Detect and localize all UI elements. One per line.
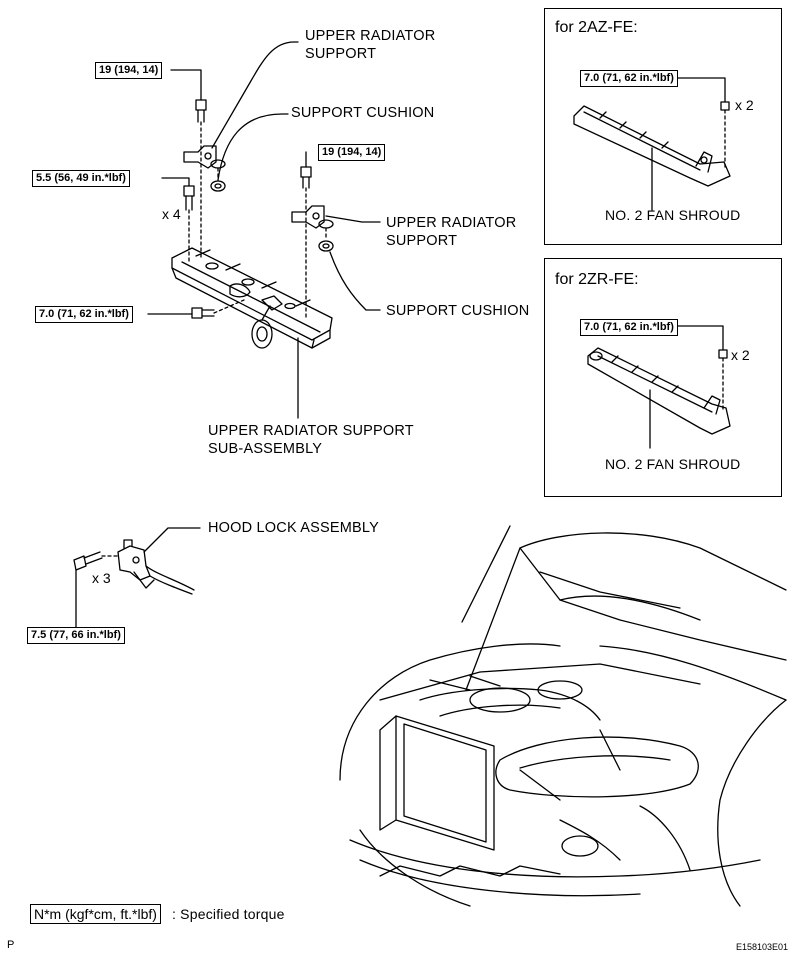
label-sub-assembly-line1: UPPER RADIATOR SUPPORT — [208, 423, 414, 439]
leader-lines — [147, 41, 381, 419]
legend-unit-box: N*m (kgf*cm, ft.*lbf) — [30, 904, 161, 924]
label-upper-radiator-support-2-line1: UPPER RADIATOR — [386, 215, 517, 231]
qty-hood-lock-bolts: x 3 — [92, 570, 111, 586]
variant-part-2az-fe: NO. 2 FAN SHROUD — [605, 207, 741, 223]
label-hood-lock-assembly: HOOD LOCK ASSEMBLY — [208, 520, 379, 536]
torque-bolt-front: 7.0 (71, 62 in.*lbf) — [35, 306, 133, 323]
variant-box-2zr-fe: for 2ZR-FE: 7.0 (71, 62 in.*lbf) x 2 NO.… — [544, 258, 782, 497]
hood-lock-assembly — [117, 539, 195, 595]
horn-bracket — [251, 305, 273, 349]
variant-part-2zr-fe: NO. 2 FAN SHROUD — [605, 456, 741, 472]
torque-bolt-top-left: 19 (194, 14) — [95, 62, 163, 79]
variant-torque-2az-fe: 7.0 (71, 62 in.*lbf) — [580, 70, 678, 87]
torque-bolt-side: 5.5 (56, 49 in.*lbf) — [32, 170, 130, 187]
torque-hood-lock-bolt: 7.5 (77, 66 in.*lbf) — [27, 627, 125, 644]
vehicle-front — [339, 525, 787, 907]
label-upper-radiator-support-1-line2: SUPPORT — [305, 46, 377, 62]
label-upper-radiator-support-2: UPPER RADIATOR SUPPORT — [386, 214, 516, 250]
variant-qty-2az-fe: x 2 — [735, 97, 754, 113]
hood-lock-bolt — [73, 551, 103, 571]
label-upper-radiator-support-1: UPPER RADIATOR SUPPORT — [305, 27, 435, 63]
footer-left-mark: P — [7, 939, 15, 951]
alignment-dashes — [188, 121, 327, 319]
variant-title-2zr-fe: for 2ZR-FE: — [555, 271, 639, 288]
torque-bolt-top-mid: 19 (194, 14) — [318, 144, 386, 161]
bolt-top-left — [195, 99, 207, 123]
fan-shroud-2az — [573, 77, 731, 211]
label-support-cushion-1: SUPPORT CUSHION — [291, 105, 435, 121]
bolt-front — [191, 307, 215, 319]
footer-figure-id: E158103E01 — [736, 942, 789, 952]
label-upper-radiator-support-2-line2: SUPPORT — [386, 233, 458, 249]
variant-torque-2zr-fe: 7.0 (71, 62 in.*lbf) — [580, 319, 678, 336]
variant-box-2az-fe: for 2AZ-FE: 7.0 (71, 62 in.*lbf) x 2 NO.… — [544, 8, 782, 245]
legend-meaning: : Specified torque — [172, 906, 285, 922]
variant-title-2az-fe: for 2AZ-FE: — [555, 19, 638, 36]
upper-radiator-support-bar — [171, 247, 333, 349]
label-support-cushion-2: SUPPORT CUSHION — [386, 303, 530, 319]
label-sub-assembly: UPPER RADIATOR SUPPORT SUB-ASSEMBLY — [208, 422, 414, 458]
upper-support-bracket-1 — [183, 145, 217, 169]
label-sub-assembly-line2: SUB-ASSEMBLY — [208, 441, 323, 457]
qty-side-bolts: x 4 — [162, 206, 181, 222]
upper-support-bracket-2 — [291, 205, 325, 229]
bolt-top-mid — [300, 166, 312, 189]
label-upper-radiator-support-1-line1: UPPER RADIATOR — [305, 28, 436, 44]
bolt-side — [183, 185, 195, 211]
variant-qty-2zr-fe: x 2 — [731, 347, 750, 363]
fan-shroud-2zr — [587, 325, 731, 449]
hood-lock-leaders — [75, 527, 201, 629]
